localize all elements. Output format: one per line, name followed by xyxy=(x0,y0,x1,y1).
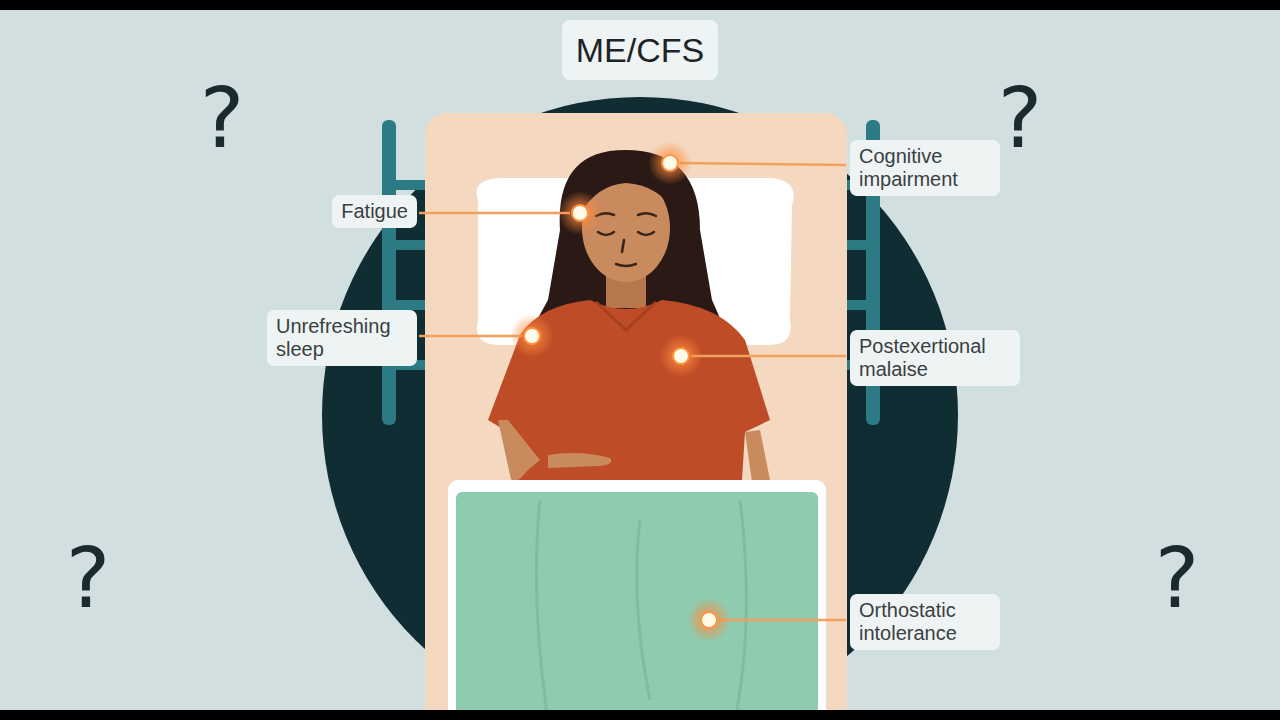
symptom-label: Orthostatic intolerance xyxy=(850,594,1000,650)
letterbox-bar xyxy=(0,0,1280,10)
blanket xyxy=(456,492,818,710)
title-box: ME/CFS xyxy=(562,20,718,81)
left-arm xyxy=(498,420,540,481)
letterbox-bar xyxy=(0,710,1280,720)
symptom-text: Orthostatic intolerance xyxy=(859,599,991,645)
question-mark: ? xyxy=(200,76,245,160)
question-mark: ? xyxy=(998,76,1043,160)
blanket-folds xyxy=(536,500,746,710)
blanket-edge xyxy=(448,480,826,710)
shirt-collar xyxy=(596,302,656,330)
symptom-text: Fatigue xyxy=(341,200,408,223)
question-mark: ? xyxy=(66,536,111,620)
leader-lines xyxy=(419,163,846,620)
symptom-text: Cognitive impairment xyxy=(859,145,991,191)
mattress xyxy=(425,113,847,710)
question-mark: ? xyxy=(1155,536,1200,620)
face-features xyxy=(596,213,656,266)
right-arm xyxy=(745,430,770,482)
symptom-text: Postexertional malaise xyxy=(859,335,1011,381)
diagram-title: ME/CFS xyxy=(576,31,704,69)
left-hand xyxy=(548,453,611,468)
symptom-label: Postexertional malaise xyxy=(850,330,1020,386)
symptom-label: Unrefreshing sleep xyxy=(267,310,417,366)
symptom-label: Cognitive impairment xyxy=(850,140,1000,196)
symptom-label: Fatigue xyxy=(332,195,417,228)
symptom-text: Unrefreshing sleep xyxy=(276,315,408,361)
symptom-dots xyxy=(510,141,731,642)
